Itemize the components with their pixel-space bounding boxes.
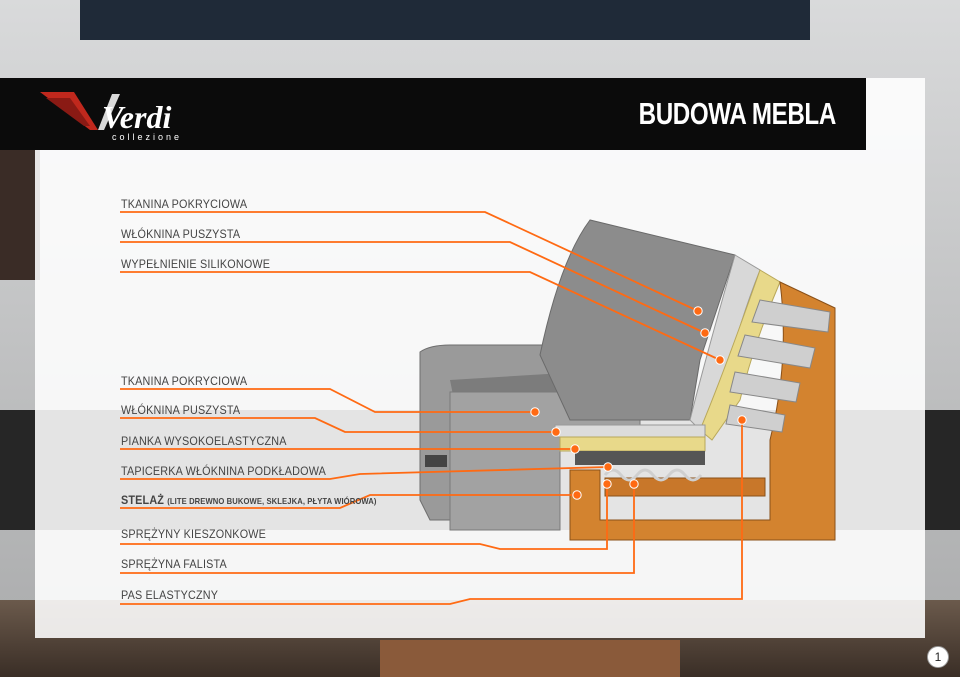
logo-subtext: collezione — [112, 132, 182, 142]
leader-pas-elastyczny-dot — [737, 415, 747, 425]
header-bar — [0, 78, 866, 150]
back-slats — [725, 299, 831, 433]
label-pas-elastyczny: PAS ELASTYCZNY — [121, 588, 219, 602]
leader-wloknina-puszysta-back-dot — [700, 328, 710, 338]
label-tkanina-pokryciowa-seat: TKANINA POKRYCIOWA — [121, 374, 248, 388]
leader-sprezyny-kieszonkowe — [120, 484, 608, 550]
label-stelaz-main: STELAŻ — [121, 493, 165, 507]
leader-wloknina-puszysta-seat — [120, 417, 556, 433]
leader-tkanina-pokryciowa-seat — [120, 388, 535, 413]
wooden-frame — [569, 281, 836, 541]
backrest — [539, 219, 781, 441]
leader-stelaz — [120, 494, 577, 509]
leader-wypelnienie-silikonowe-dot — [715, 355, 725, 365]
leader-tkanina-pokryciowa-back-dot — [693, 306, 703, 316]
seat-layers — [554, 424, 706, 482]
label-wloknina-puszysta-seat: WŁÓKNINA PUSZYSTA — [121, 403, 241, 417]
label-tkanina-pokryciowa-back: TKANINA POKRYCIOWA — [121, 197, 248, 211]
leader-wypelnienie-silikonowe — [120, 271, 721, 361]
label-wypelnienie-silikonowe: WYPEŁNIENIE SILIKONOWE — [121, 257, 271, 271]
label-stelaz: STELAŻ (LITE DREWNO BUKOWE, SKLEJKA, PŁY… — [121, 493, 377, 507]
label-stelaz-note: (LITE DREWNO BUKOWE, SKLEJKA, PŁYTA WIÓR… — [167, 496, 377, 506]
label-pianka-wysokoelastyczna: PIANKA WYSOKOELASTYCZNA — [121, 434, 287, 448]
leader-stelaz-dot — [572, 490, 582, 500]
page-title: BUDOWA MEBLA — [638, 96, 837, 131]
label-wloknina-puszysta-back: WŁÓKNINA PUSZYSTA — [121, 227, 241, 241]
leader-tkanina-pokryciowa-back — [120, 211, 699, 312]
leader-lines — [120, 211, 743, 605]
label-sprezyna-falista: SPRĘŻYNA FALISTA — [121, 557, 227, 571]
leader-pianka-wysokoelastyczna-dot — [570, 444, 580, 454]
leader-sprezyna-falista — [120, 484, 635, 574]
leader-tkanina-pokryciowa-seat-dot — [530, 407, 540, 417]
logo-text: Verdi — [102, 99, 171, 135]
label-tapicerka-wloknina-podkladowa: TAPICERKA WŁÓKNINA PODKŁADOWA — [121, 464, 327, 478]
leader-wloknina-puszysta-back — [120, 241, 706, 334]
leader-pas-elastyczny — [120, 420, 743, 605]
leader-dots — [530, 306, 747, 500]
leader-wloknina-puszysta-seat-dot — [551, 427, 561, 437]
leader-tapicerka-wloknina-podkladowa — [120, 466, 609, 480]
leader-sprezyna-falista-dot — [629, 479, 639, 489]
page-number: 1 — [927, 646, 949, 668]
leader-sprezyny-kieszonkowe-dot — [602, 479, 612, 489]
label-sprezyny-kieszonkowe: SPRĘŻYNY KIESZONKOWE — [121, 527, 267, 541]
verdi-logo: Verdi collezione — [40, 92, 182, 142]
leader-tapicerka-wloknina-podkladowa-dot — [603, 462, 613, 472]
logo-mark — [40, 92, 120, 130]
